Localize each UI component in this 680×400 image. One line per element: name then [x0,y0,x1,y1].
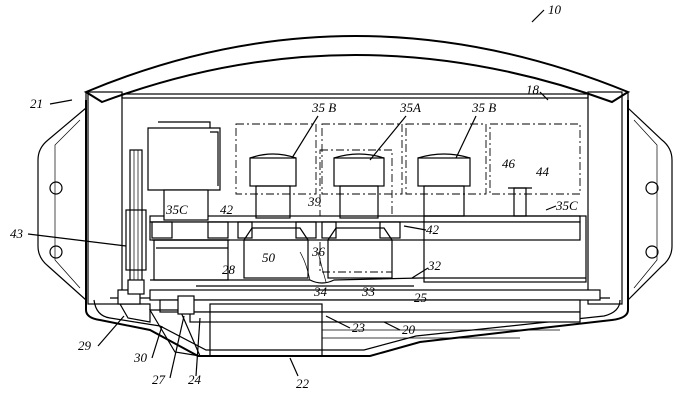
contact-strip [150,251,586,287]
label-20: 20 [402,322,416,337]
right-flange [627,107,673,301]
label-28: 28 [222,262,236,277]
label-22: 22 [296,376,310,391]
label-21: 21 [30,96,43,111]
leader-35a [369,115,407,161]
label-34: 34 [313,284,328,299]
label-44: 44 [536,164,550,179]
leader-29 [97,315,125,347]
label-18: 18 [526,82,540,97]
label-50: 50 [262,250,276,265]
label-24: 24 [188,372,202,387]
label-23: 23 [352,320,366,335]
label-35c-left: 35C [165,202,188,217]
leader-42-right [403,225,427,231]
label-36: 36 [311,244,326,259]
label-33: 33 [361,284,376,299]
label-42-left: 42 [220,202,234,217]
label-35b-right: 35 B [471,100,496,115]
label-43: 43 [10,226,24,241]
label-25: 25 [414,290,428,305]
reference-labels: 10 18 21 35 B 35A 35 B 46 44 35C 35C 42 … [10,2,578,391]
component-35b-left [243,153,309,279]
label-42-right: 42 [426,222,440,237]
leader-35b-left [291,115,319,159]
component-35c-left [147,121,230,281]
label-39: 39 [307,194,322,209]
dome-cover [83,35,631,108]
label-32: 32 [427,258,442,273]
guide-rod [125,149,147,295]
label-10: 10 [548,2,562,17]
leader-18 [539,91,549,101]
left-flange [37,107,87,301]
module-outlines [235,123,581,273]
label-35a: 35A [399,100,421,115]
leader-24 [195,317,201,377]
component-35a [327,153,393,279]
label-35c-right: 35C [555,198,578,213]
label-30: 30 [133,350,148,365]
leader-43 [27,233,127,247]
left-wall [87,91,123,305]
component-35b-right [417,153,471,217]
label-35b-left: 35 B [311,100,336,115]
leader-23 [325,315,351,329]
right-wall [587,91,623,305]
component-35c-right [423,187,587,283]
label-29: 29 [78,338,92,353]
leader-10 [531,9,545,23]
leader-35b-right [455,115,477,159]
label-27: 27 [152,372,166,387]
top-cover-plate [121,93,589,99]
leader-27 [169,315,185,379]
leader-30 [151,325,163,359]
leader-21 [49,99,73,105]
leader-32 [411,267,429,279]
leader-20 [383,321,401,331]
leader-22 [289,357,299,377]
leader-35c-right [545,205,557,211]
label-46: 46 [502,156,516,171]
